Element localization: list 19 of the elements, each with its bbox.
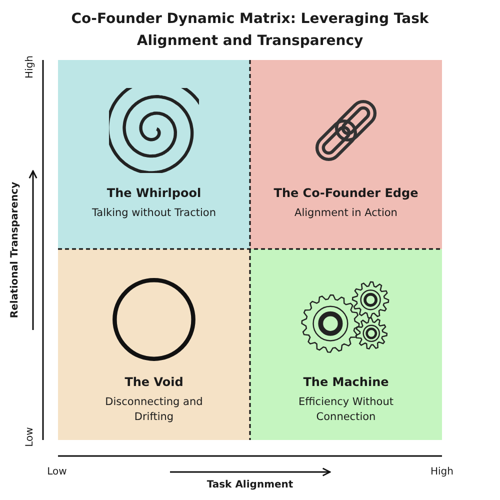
quadrant-panel [250, 249, 442, 440]
quadrant-title: The Whirlpool [106, 186, 202, 200]
axis-tick-label: Low [24, 427, 36, 447]
quadrant-panel [58, 60, 250, 249]
quadrant-description: Disconnecting and Drifting [104, 395, 204, 425]
quadrant-description: Alignment in Action [294, 206, 398, 221]
chart-title: Co-Founder Dynamic Matrix: Leveraging Task Alignment and Transparency [70, 10, 430, 51]
quadrant-description: Talking without Traction [90, 206, 217, 221]
quadrant-title: The Machine [302, 375, 390, 389]
axis-title: Task Alignment [206, 480, 294, 490]
quadrant-title: The Void [124, 375, 184, 389]
axis-tick-label: High [430, 466, 454, 478]
quadrant-description: Efficiency Without Connection [298, 395, 394, 425]
axis-title: Relational Transparency [10, 182, 20, 318]
quadrant-panel [58, 249, 250, 440]
axis-tick-label: High [24, 56, 36, 78]
quadrant-title: The Co-Founder Edge [272, 186, 420, 200]
quadrant-panel [250, 60, 442, 249]
axis-tick-label: Low [47, 466, 67, 478]
